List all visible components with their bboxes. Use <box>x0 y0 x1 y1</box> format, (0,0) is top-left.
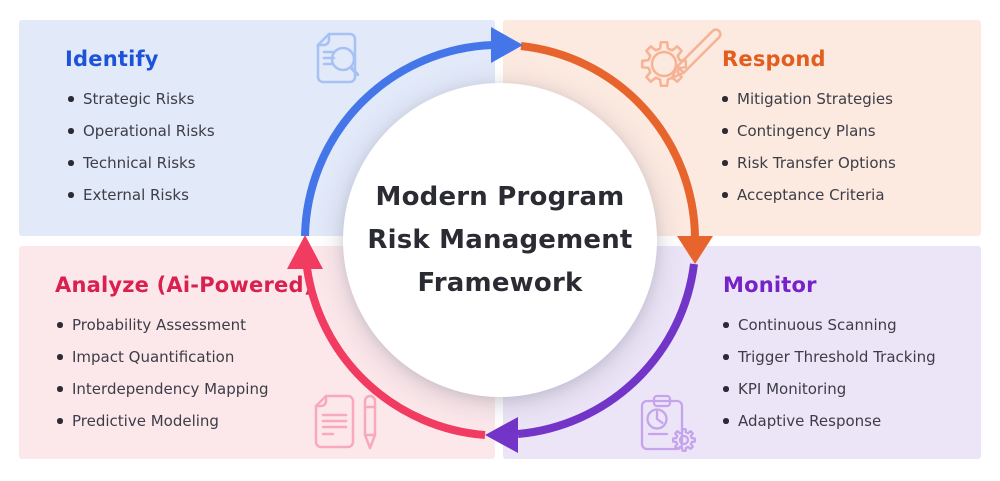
center-title: Modern Program Risk Management Framework <box>367 176 632 305</box>
center-title-line: Framework <box>417 267 583 298</box>
center-hub: Modern Program Risk Management Framework <box>343 83 657 397</box>
center-title-line: Risk Management <box>367 224 633 255</box>
list-item: Adaptive Response <box>723 405 936 437</box>
list-item: Contingency Plans <box>722 115 896 147</box>
list-item: Trigger Threshold Tracking <box>723 341 936 373</box>
quadrant-monitor-title: Monitor <box>723 273 817 297</box>
quadrant-respond-title: Respond <box>722 47 826 71</box>
list-item: Mitigation Strategies <box>722 83 896 115</box>
quadrant-respond-list: Mitigation Strategies Contingency Plans … <box>722 83 896 211</box>
center-title-line: Modern Program <box>375 181 625 212</box>
document-search-icon <box>316 32 360 84</box>
list-item: Predictive Modeling <box>57 405 268 437</box>
list-item: Continuous Scanning <box>723 309 936 341</box>
list-item: KPI Monitoring <box>723 373 936 405</box>
list-item: Technical Risks <box>68 147 215 179</box>
list-item: Strategic Risks <box>68 83 215 115</box>
clipboard-gear-icon <box>640 394 697 453</box>
list-item: Probability Assessment <box>57 309 268 341</box>
list-item: Acceptance Criteria <box>722 179 896 211</box>
list-item: Risk Transfer Options <box>722 147 896 179</box>
document-pen-icon <box>314 394 377 450</box>
gear-pencil-icon <box>640 28 722 88</box>
list-item: Operational Risks <box>68 115 215 147</box>
quadrant-monitor-list: Continuous Scanning Trigger Threshold Tr… <box>723 309 936 437</box>
quadrant-identify-list: Strategic Risks Operational Risks Techni… <box>68 83 215 211</box>
quadrant-analyze-title: Analyze (Ai-Powered) <box>55 273 314 297</box>
list-item: Interdependency Mapping <box>57 373 268 405</box>
list-item: Impact Quantification <box>57 341 268 373</box>
quadrant-analyze-list: Probability Assessment Impact Quantifica… <box>57 309 268 437</box>
quadrant-identify-title: Identify <box>65 47 159 71</box>
list-item: External Risks <box>68 179 215 211</box>
